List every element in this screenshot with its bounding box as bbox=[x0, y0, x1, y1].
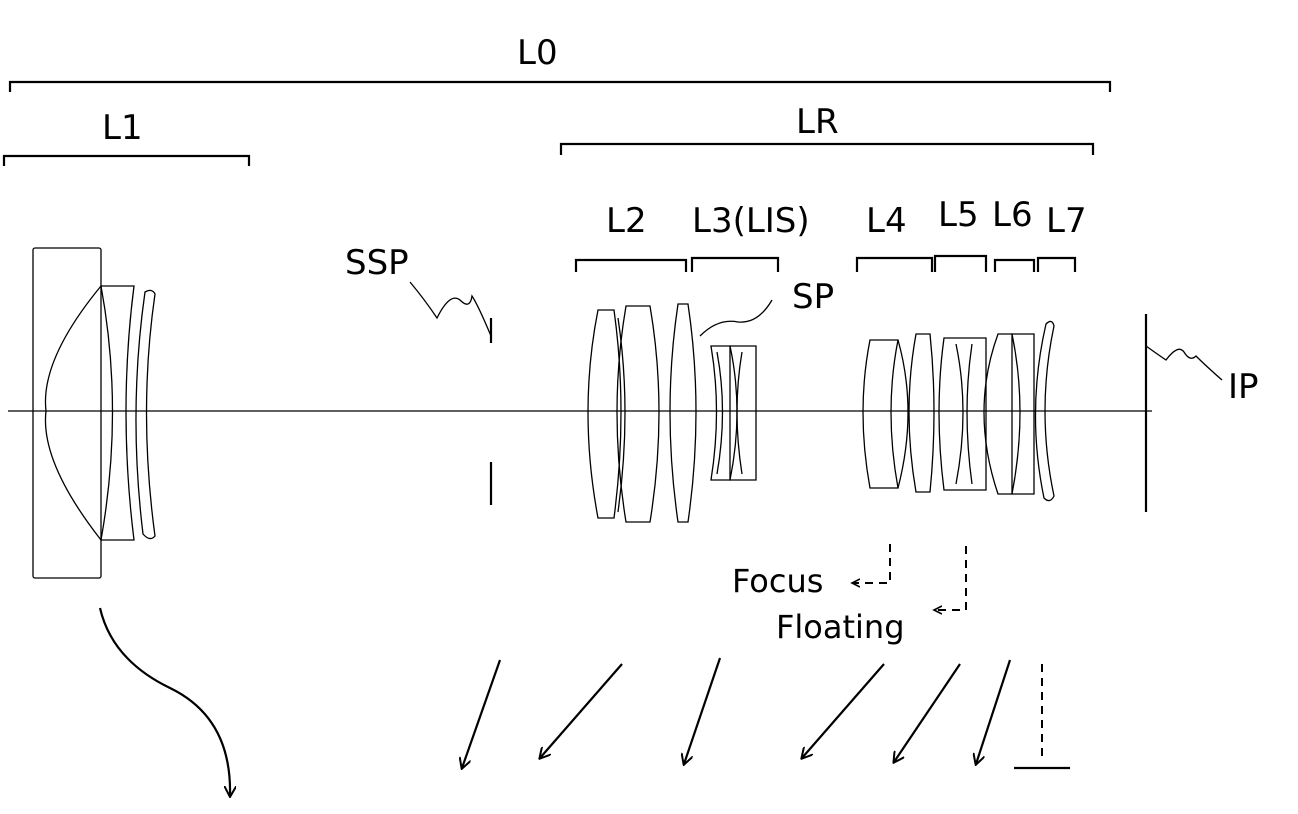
label-l2: L2 bbox=[606, 201, 647, 241]
image-plane bbox=[1146, 314, 1222, 512]
bracket-l0 bbox=[10, 82, 1110, 92]
l6-trajectory-arrow bbox=[976, 660, 1010, 764]
label-focus: Focus bbox=[732, 562, 823, 600]
lens-group-l2 bbox=[588, 304, 696, 522]
label-floating: Floating bbox=[776, 608, 905, 646]
bracket-lr bbox=[561, 144, 1093, 155]
l2b-trajectory-arrow bbox=[540, 664, 622, 758]
bracket-l1 bbox=[4, 156, 249, 166]
l3-trajectory-arrow bbox=[684, 658, 720, 764]
leader-sp bbox=[700, 300, 772, 336]
label-l1: L1 bbox=[102, 108, 143, 148]
lens-group-l3 bbox=[711, 346, 756, 480]
label-lr: LR bbox=[796, 102, 839, 142]
label-ssp: SSP bbox=[345, 243, 409, 283]
bracket-l4 bbox=[857, 258, 932, 272]
label-l4: L4 bbox=[866, 201, 907, 241]
label-l6: L6 bbox=[992, 195, 1033, 235]
bracket-l2 bbox=[576, 260, 686, 272]
bracket-l3 bbox=[692, 258, 778, 272]
bracket-l6 bbox=[995, 260, 1034, 272]
bracket-l5 bbox=[935, 256, 986, 272]
label-sp: SP bbox=[792, 277, 834, 317]
label-ip: IP bbox=[1228, 367, 1259, 407]
bracket-l7 bbox=[1038, 258, 1075, 272]
focus-arrow bbox=[852, 544, 890, 583]
floating-arrow bbox=[934, 546, 966, 610]
lens-group-l6 bbox=[984, 334, 1034, 494]
l4-trajectory-arrow bbox=[802, 664, 884, 758]
l2-trajectory-arrow bbox=[462, 660, 500, 768]
l5-trajectory-arrow bbox=[894, 664, 960, 762]
label-l7: L7 bbox=[1046, 201, 1087, 241]
label-l3: L3(LIS) bbox=[692, 201, 810, 241]
stop-ssp bbox=[410, 282, 491, 505]
label-l0: L0 bbox=[517, 33, 558, 73]
l7-fixed-marker bbox=[1014, 664, 1070, 768]
lens-group-l5 bbox=[939, 338, 986, 490]
label-l5: L5 bbox=[938, 195, 979, 235]
lens-group-l4 bbox=[863, 334, 934, 492]
l1-trajectory-arrow bbox=[100, 608, 230, 796]
lens-group-l1 bbox=[33, 248, 155, 578]
